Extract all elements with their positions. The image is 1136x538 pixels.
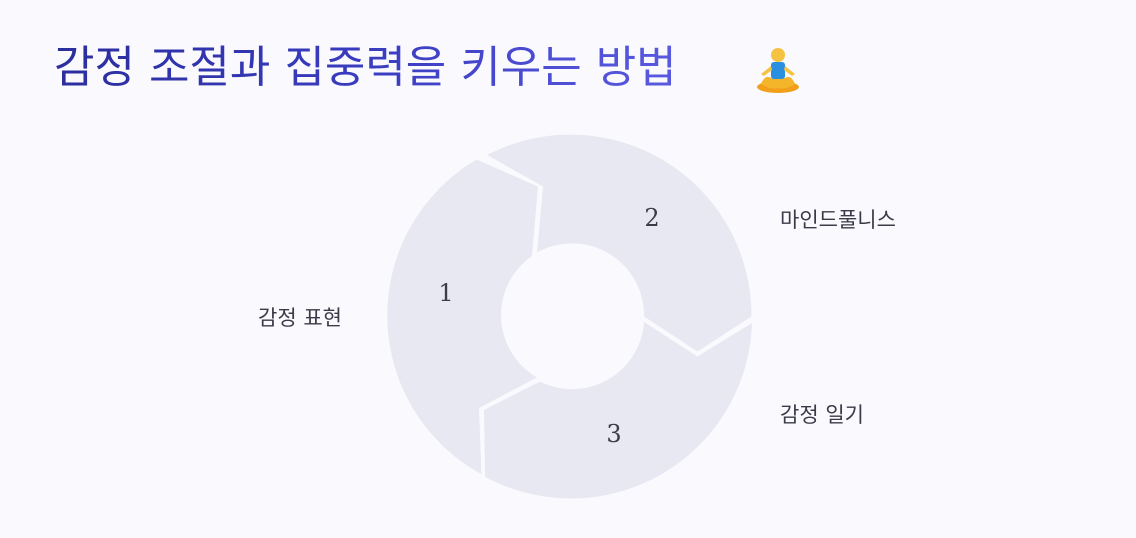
cycle-segment-1 bbox=[387, 159, 538, 475]
cycle-segment-2 bbox=[487, 134, 752, 352]
step-label-1: 감정 표현 bbox=[258, 306, 342, 330]
cycle-segment-3 bbox=[484, 322, 752, 499]
person-in-lotus-position-icon bbox=[757, 48, 799, 93]
step-number-3: 3 bbox=[606, 420, 621, 448]
step-number-1: 1 bbox=[438, 279, 453, 307]
step-number-2: 2 bbox=[644, 204, 659, 232]
page-title: 감정 조절과 집중력을 키우는 방법 bbox=[54, 38, 677, 98]
step-label-2: 마인드풀니스 bbox=[780, 208, 896, 232]
step-label-3: 감정 일기 bbox=[780, 403, 864, 427]
